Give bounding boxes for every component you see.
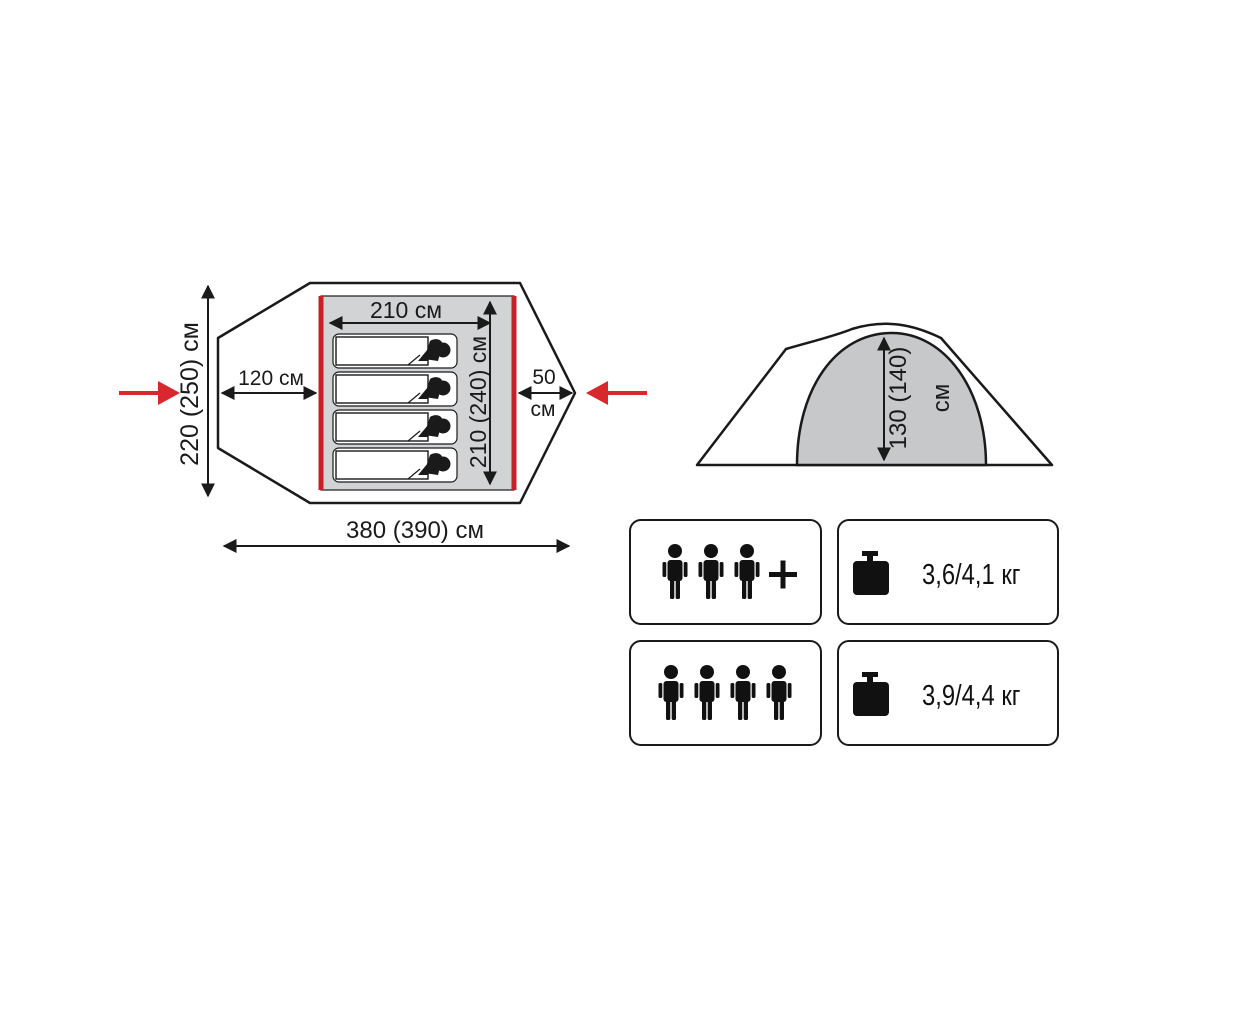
sleeping-bag <box>332 409 458 445</box>
inner-width-label: 210 см <box>370 297 442 323</box>
inner-length-label: 210 (240) см <box>465 336 491 468</box>
side-view: 130 (140) см <box>695 322 1054 467</box>
weight-icon <box>853 551 889 595</box>
sleeping-places <box>332 333 458 483</box>
three-persons-plus-icon <box>662 544 797 599</box>
weight-value: 3,9/4,4 кг <box>922 680 1021 712</box>
depth-label: 220 (250) см <box>176 322 204 466</box>
rear-vestibule-unit: см <box>531 398 556 421</box>
four-persons-icon <box>658 665 792 720</box>
height-unit: см <box>928 384 955 413</box>
rear-vestibule-number: 50 <box>532 366 555 389</box>
sleeping-bag <box>332 333 458 369</box>
capacity-box-three-plus <box>629 519 822 625</box>
width-label: 380 (390) см <box>346 517 484 544</box>
height-label: 130 (140) <box>885 347 912 450</box>
floor-plan: 220 (250) см 380 (390) см 210 см 210 (24… <box>119 281 647 553</box>
vestibule-label: 120 см <box>238 367 304 390</box>
weight-icon <box>853 672 889 716</box>
capacity-box-four <box>629 640 822 746</box>
tent-entrance-dome <box>795 331 988 467</box>
weight-value: 3,6/4,1 кг <box>922 559 1021 591</box>
sleeping-bag <box>332 371 458 407</box>
entrance-arrow-left <box>119 381 180 405</box>
weight-box-three-plus: 3,6/4,1 кг <box>837 519 1059 625</box>
entrance-arrow-right <box>586 381 647 405</box>
weight-box-four: 3,9/4,4 кг <box>837 640 1059 746</box>
sleeping-bag <box>332 447 458 483</box>
